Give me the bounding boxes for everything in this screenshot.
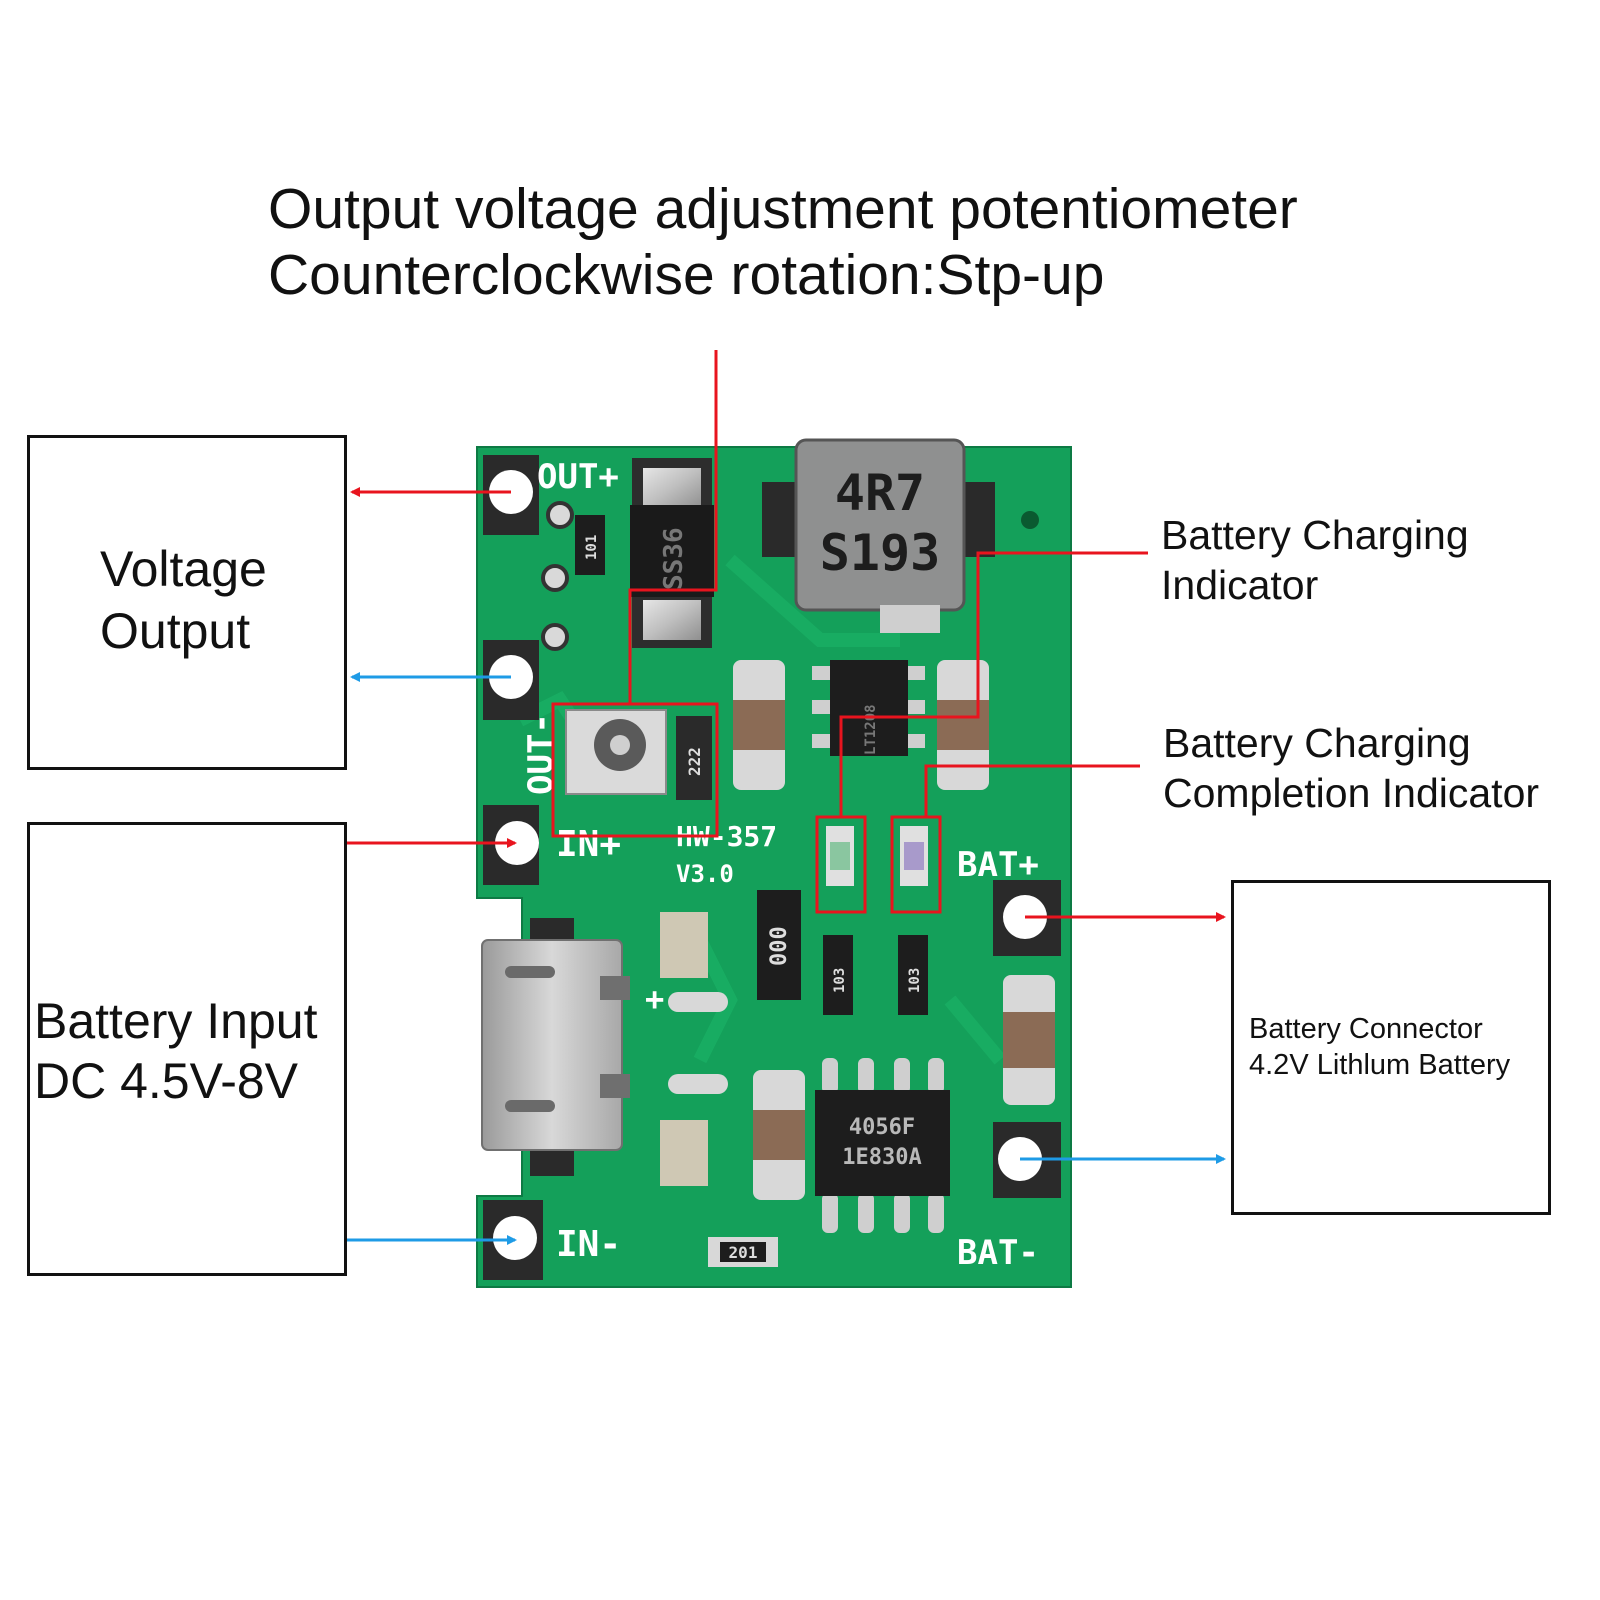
highlight-annotations bbox=[551, 350, 1148, 914]
battery-input-line-2: DC 4.5V-8V bbox=[34, 1053, 299, 1109]
resistor-201-marking: 201 bbox=[729, 1243, 758, 1262]
heading-line-2: Counterclockwise rotation:Stp-up bbox=[268, 243, 1105, 307]
diagram-heading: Output voltage adjustment potentiometer … bbox=[268, 176, 1298, 308]
inductor-marking-1: 4R7 bbox=[835, 464, 925, 522]
completion-indicator-callout: Battery Charging Completion Indicator bbox=[1163, 718, 1539, 818]
in-minus-pad bbox=[493, 1216, 537, 1260]
inductor-4r7 bbox=[762, 438, 995, 633]
charging-indicator-callout: Battery Charging Indicator bbox=[1161, 510, 1469, 610]
silk-out-plus: OUT+ bbox=[537, 457, 619, 497]
voltage-output-line-1: Voltage bbox=[100, 541, 267, 597]
resistors bbox=[575, 515, 928, 1267]
battery-input-box: Battery Input DC 4.5V-8V bbox=[27, 822, 347, 1276]
boost-ic-marking: LT1208 bbox=[863, 704, 879, 755]
capacitors bbox=[660, 660, 1055, 1200]
resistor-103b-marking: 103 bbox=[907, 968, 923, 993]
voltage-output-box: Voltage Output bbox=[27, 435, 347, 770]
voltage-output-line-2: Output bbox=[100, 603, 251, 659]
charger-ic-marking-2: 1E830A bbox=[842, 1145, 921, 1170]
completion-callout-line-2: Completion Indicator bbox=[1163, 770, 1540, 816]
battery-input-line-1: Battery Input bbox=[34, 993, 318, 1049]
connection-arrows bbox=[347, 487, 1226, 1245]
silk-version: V3.0 bbox=[676, 860, 734, 888]
via-holes bbox=[541, 501, 574, 651]
potentiometer bbox=[565, 709, 712, 800]
battery-connector-line-1: Battery Connector bbox=[1249, 1013, 1483, 1045]
in-plus-pad bbox=[495, 821, 539, 865]
boost-ic bbox=[812, 660, 925, 756]
heading-line-1: Output voltage adjustment potentiometer bbox=[268, 177, 1298, 241]
inductor-marking-2: S193 bbox=[820, 524, 940, 582]
resistor-222-marking: 222 bbox=[685, 747, 704, 776]
complete-led-leader bbox=[924, 764, 1140, 817]
potentiometer-highlight bbox=[551, 702, 719, 838]
silk-in-plus: IN+ bbox=[556, 824, 621, 865]
completion-callout-line-1: Battery Charging bbox=[1163, 720, 1471, 766]
potentiometer-leader bbox=[628, 350, 718, 704]
charging-callout-line-1: Battery Charging bbox=[1161, 512, 1469, 558]
resistor-101-marking: 101 bbox=[584, 535, 600, 560]
complete-led-highlight bbox=[890, 815, 942, 914]
battery-connector-line-2: 4.2V Lithlum Battery bbox=[1249, 1049, 1511, 1081]
silk-plus-sign: + bbox=[645, 980, 664, 1018]
micro-usb-connector bbox=[481, 918, 728, 1176]
silk-bat-minus: BAT- bbox=[957, 1233, 1039, 1273]
resistor-103a-marking: 103 bbox=[832, 968, 848, 993]
charger-ic-marking-1: 4056F bbox=[849, 1115, 915, 1140]
diode-marking: SS36 bbox=[659, 527, 689, 590]
silk-in-minus: IN- bbox=[556, 1224, 621, 1265]
diode-ss36 bbox=[630, 458, 714, 648]
battery-connector-box: Battery Connector 4.2V Lithlum Battery bbox=[1231, 880, 1551, 1215]
charger-ic bbox=[815, 1058, 950, 1233]
charging-led-leader bbox=[839, 551, 1148, 817]
mounting-dot bbox=[1021, 511, 1039, 529]
leds bbox=[826, 826, 928, 886]
silk-out-minus: OUT- bbox=[521, 713, 561, 795]
charging-callout-line-2: Indicator bbox=[1161, 562, 1319, 608]
resistor-000-marking: 000 bbox=[767, 926, 792, 966]
silk-bat-plus: BAT+ bbox=[957, 845, 1039, 885]
